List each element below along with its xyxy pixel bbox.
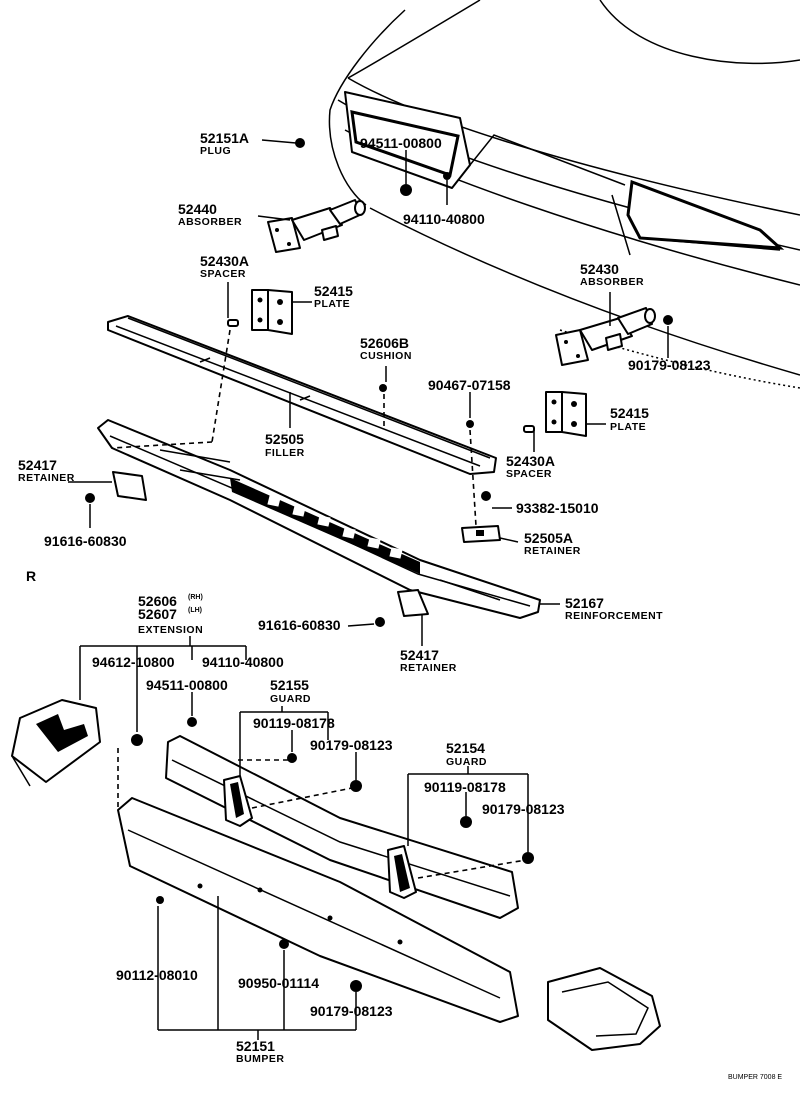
part-number: 52606B: [360, 335, 409, 351]
callout-guard-right: 52154 GUARD: [446, 740, 487, 768]
part-name: SPACER: [200, 268, 246, 280]
fastener-label-94511-top: 94511-00800: [360, 135, 442, 151]
callout-spacer-right: 52430A SPACER: [506, 453, 555, 480]
reinforcement-shape: [97, 419, 541, 619]
side-marker: R: [26, 568, 36, 584]
rh-marker: (RH): [188, 594, 203, 601]
part-number: 52440: [178, 201, 217, 217]
part-name: GUARD: [446, 756, 487, 768]
callout-plate-left: 52415 PLATE: [314, 283, 353, 310]
part-name: SPACER: [506, 468, 552, 480]
plate-left-shape: [251, 289, 293, 335]
part-number: 52505: [265, 431, 304, 447]
callout-bumper: 52151 BUMPER: [236, 1038, 285, 1065]
fastener-label-90950: 90950-01114: [238, 975, 319, 991]
assembly-dashed-lines: [111, 329, 527, 879]
spacer-left-shape: [227, 319, 239, 327]
part-name: RETAINER: [400, 662, 457, 674]
callout-cushion: 52606B CUSHION: [360, 335, 412, 362]
fastener-label-94110-top: 94110-40800: [403, 211, 485, 227]
part-number: 52167: [565, 595, 604, 611]
absorber-right-shape: [555, 307, 656, 366]
callout-retainer-lower: 52417 RETAINER: [400, 647, 457, 674]
fastener-label-90119-a: 90119-08178: [253, 715, 335, 731]
fastener-label-90179-c: 90179-08123: [310, 1003, 393, 1019]
part-name: BUMPER: [236, 1053, 285, 1065]
part-name: PLATE: [610, 421, 646, 433]
fastener-label-90112: 90112-08010: [116, 967, 198, 983]
part-name: EXTENSION: [138, 624, 203, 636]
fastener-label-91616-mid: 91616-60830: [258, 617, 341, 633]
extension-left-shape: [11, 699, 101, 787]
part-number: 52151A: [200, 130, 249, 146]
filler-shape: [107, 315, 497, 475]
part-name: GUARD: [270, 693, 311, 705]
part-name: ABSORBER: [178, 216, 242, 228]
spacer-right-shape: [523, 425, 535, 433]
part-name: PLUG: [200, 145, 231, 157]
part-name: CUSHION: [360, 350, 412, 362]
car-body: [328, 0, 800, 389]
retainer-lower-shape: [397, 589, 429, 617]
part-name: FILLER: [265, 447, 305, 459]
fastener-label-94612: 94612-10800: [92, 654, 175, 670]
callout-reinforcement: 52167 REINFORCEMENT: [565, 595, 663, 622]
plate-right-shape: [545, 391, 587, 437]
retainer-left-shape: [112, 471, 147, 501]
callout-extension: 52606 (RH) 52607 (LH) EXTENSION: [138, 593, 203, 636]
callout-plug: 52151A PLUG: [200, 130, 249, 157]
retainer-center-shape: [461, 525, 501, 543]
lh-marker: (LH): [188, 607, 202, 614]
fastener-label-94511-low: 94511-00800: [146, 677, 228, 693]
callout-plate-right: 52415 PLATE: [610, 405, 649, 433]
part-number: 52430A: [200, 253, 249, 269]
fastener-dots: [85, 138, 673, 992]
callout-absorber-rh: 52430 ABSORBER: [580, 261, 644, 288]
part-number: 52151: [236, 1038, 275, 1054]
part-number-rh: 52606: [138, 593, 177, 609]
fastener-label-90179-a: 90179-08123: [310, 737, 393, 753]
fastener-label-90179-b: 90179-08123: [482, 801, 565, 817]
part-number: 52155: [270, 677, 309, 693]
part-number: 52505A: [524, 530, 573, 546]
fastener-label-93382: 93382-15010: [516, 500, 599, 516]
part-name: RETAINER: [524, 545, 581, 557]
callout-retainer-center: 52505A RETAINER: [524, 530, 581, 557]
part-name: PLATE: [314, 298, 350, 310]
part-number-lh: 52607: [138, 606, 177, 622]
part-number: 52430A: [506, 453, 555, 469]
part-name: REINFORCEMENT: [565, 610, 663, 622]
callout-guard-left: 52155 GUARD: [270, 677, 311, 705]
callout-retainer-left: 52417 RETAINER: [18, 457, 75, 484]
fastener-label-90467: 90467-07158: [428, 377, 511, 393]
part-number: 52430: [580, 261, 619, 277]
footer-code: BUMPER 7008 E: [728, 1074, 782, 1081]
absorber-left-shape: [267, 199, 366, 253]
part-name: RETAINER: [18, 472, 75, 484]
part-number: 52415: [610, 405, 649, 421]
callout-spacer-left: 52430A SPACER: [200, 253, 249, 280]
callout-absorber-lh: 52440 ABSORBER: [178, 201, 242, 228]
fastener-label-94110-low: 94110-40800: [202, 654, 284, 670]
part-number: 52417: [400, 647, 439, 663]
leader-lines: [68, 139, 669, 1040]
fastener-label-90119-b: 90119-08178: [424, 779, 506, 795]
part-number: 52154: [446, 740, 485, 756]
extension-right-shape: [547, 967, 661, 1051]
part-name: ABSORBER: [580, 276, 644, 288]
part-number: 52415: [314, 283, 353, 299]
bumper-shape: [117, 797, 519, 1023]
fastener-label-91616-left: 91616-60830: [44, 533, 127, 549]
callout-filler: 52505 FILLER: [265, 431, 305, 459]
fastener-label-90179-right: 90179-08123: [628, 357, 711, 373]
part-number: 52417: [18, 457, 57, 473]
